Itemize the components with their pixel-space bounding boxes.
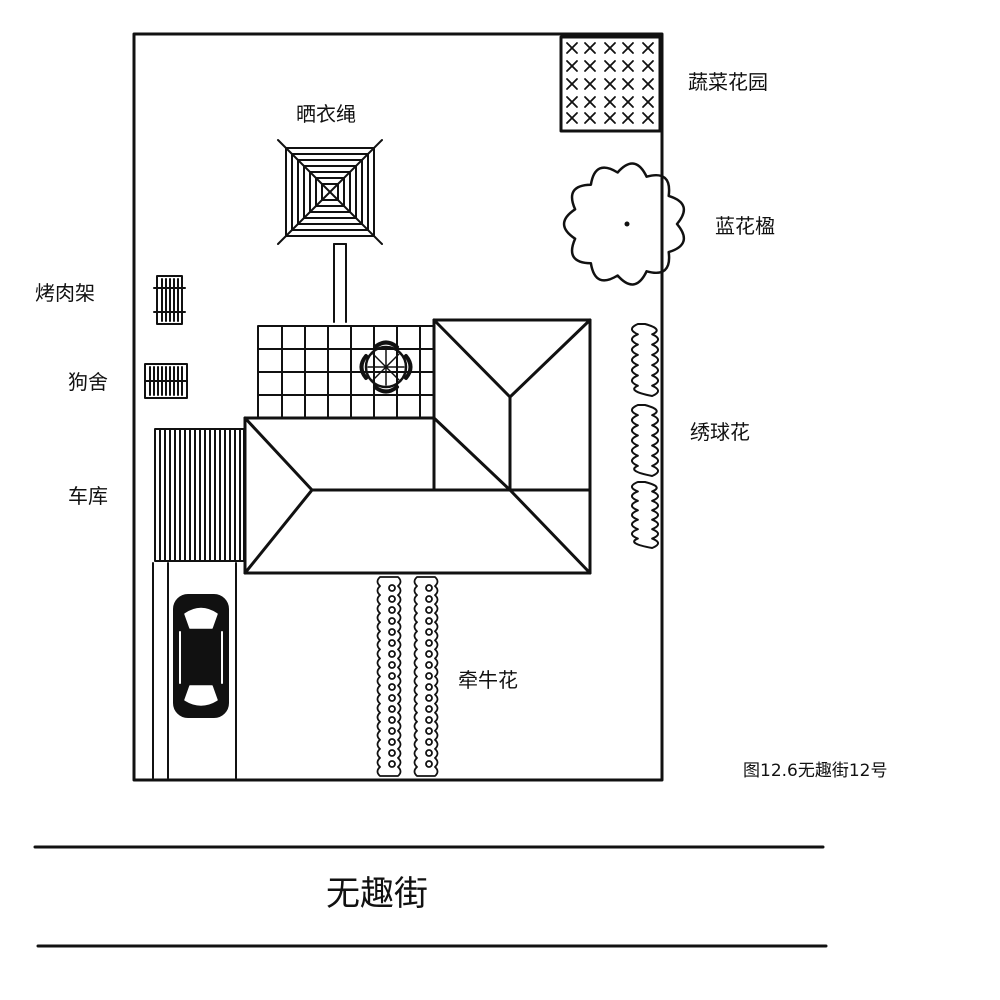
morning-glory-blossom	[388, 738, 396, 746]
lot-boundary	[132, 32, 664, 782]
morning-glory-blossom	[425, 606, 433, 614]
veg-sprig	[584, 60, 596, 72]
morning-glory-blossom	[425, 716, 433, 724]
veg-sprig	[584, 112, 596, 124]
morning-glory-blossom	[388, 705, 396, 713]
morning-glory-blossom	[425, 738, 433, 746]
clothesline-ring	[291, 153, 369, 231]
clothesline-shape	[277, 139, 383, 323]
patio-table	[359, 340, 413, 394]
veg-sprig	[622, 78, 634, 90]
label-clothesline: 晒衣绳	[296, 102, 356, 126]
veg-sprig	[622, 96, 634, 108]
morning-glory-blossom	[388, 595, 396, 603]
veg-sprig	[566, 96, 578, 108]
morning-glory-blossom	[425, 727, 433, 735]
label-bbq: 烤肉架	[35, 281, 95, 305]
label-hydrangea: 绣球花	[690, 420, 750, 444]
veg-sprig	[604, 60, 616, 72]
veg-sprig	[642, 42, 654, 54]
veg-sprig	[566, 42, 578, 54]
morning-glory-blossom	[388, 617, 396, 625]
clothesline-ring	[321, 183, 339, 201]
veg-sprig	[584, 96, 596, 108]
table-spoke	[385, 366, 400, 381]
morning-glory-blossom	[425, 760, 433, 768]
clothesline-ring	[315, 177, 345, 207]
veg-sprig	[622, 42, 634, 54]
morning-glory-blossom	[388, 661, 396, 669]
veg-sprig	[642, 112, 654, 124]
clothesline-ring	[303, 165, 357, 219]
bbq-grill	[153, 275, 186, 325]
morning-glory-blossom	[425, 694, 433, 702]
morning-glory-blossom	[388, 683, 396, 691]
garage-roof	[154, 428, 245, 562]
veg-sprig	[584, 42, 596, 54]
veg-sprig	[566, 60, 578, 72]
veg-sprig	[604, 42, 616, 54]
morning-glory-blossom	[388, 749, 396, 757]
table-spoke	[372, 366, 387, 381]
morning-glory-blossom	[388, 606, 396, 614]
morning-glory-blossom	[425, 650, 433, 658]
morning-glory-blossom	[425, 705, 433, 713]
morning-glory-blossom	[388, 639, 396, 647]
morning-glory-blossom	[388, 650, 396, 658]
car	[173, 594, 229, 718]
label-jacaranda: 蓝花楹	[715, 214, 775, 238]
veg-sprig	[604, 112, 616, 124]
veg-sprig	[604, 96, 616, 108]
morning-glory-blossom	[425, 749, 433, 757]
clothesline-ring	[309, 171, 351, 213]
clothesline-diagonal	[277, 139, 383, 245]
morning-glory-blossom	[425, 617, 433, 625]
veg-sprig	[622, 112, 634, 124]
morning-glory-blossom	[388, 716, 396, 724]
morning-glory-blossom	[425, 661, 433, 669]
clothesline-ring	[285, 147, 375, 237]
veg-sprig	[622, 60, 634, 72]
clothesline-ring	[297, 159, 363, 225]
morning-glory-blossom	[388, 628, 396, 636]
morning-glory-blossom	[388, 727, 396, 735]
figure-caption: 图12.6无趣街12号	[743, 761, 888, 781]
veg-sprig	[642, 96, 654, 108]
morning-glory-blossom	[388, 584, 396, 592]
veg-sprig	[642, 60, 654, 72]
hydrangea-bushes	[630, 323, 660, 549]
morning-glory-blossom	[425, 584, 433, 592]
veg-sprig	[566, 78, 578, 90]
morning-glory-blossom	[425, 595, 433, 603]
label-morning-glory: 牵牛花	[458, 668, 518, 692]
table-spoke	[372, 353, 387, 368]
label-vegetable-garden: 蔬菜花园	[688, 70, 768, 94]
doghouse	[144, 363, 188, 399]
street-name: 无趣街	[326, 874, 428, 914]
morning-glory-blossom	[388, 672, 396, 680]
driveway	[152, 562, 237, 779]
tree-canopy	[562, 162, 686, 286]
morning-glory-blossom	[425, 672, 433, 680]
morning-glory-blossom	[425, 628, 433, 636]
vegetable-garden-bed	[559, 35, 662, 133]
label-garage: 车库	[68, 484, 108, 508]
morning-glory-blossom	[388, 694, 396, 702]
veg-sprig	[584, 78, 596, 90]
veg-sprig	[642, 78, 654, 90]
table-spoke	[385, 353, 400, 368]
morning-glory-blossom	[425, 683, 433, 691]
patio-grid	[257, 325, 435, 419]
morning-glory-blossom	[388, 760, 396, 768]
morning-glory-borders	[376, 576, 439, 777]
morning-glory-blossom	[425, 639, 433, 647]
label-doghouse: 狗舍	[68, 370, 108, 394]
veg-sprig	[604, 78, 616, 90]
veg-sprig	[566, 112, 578, 124]
house-roof	[243, 318, 592, 575]
